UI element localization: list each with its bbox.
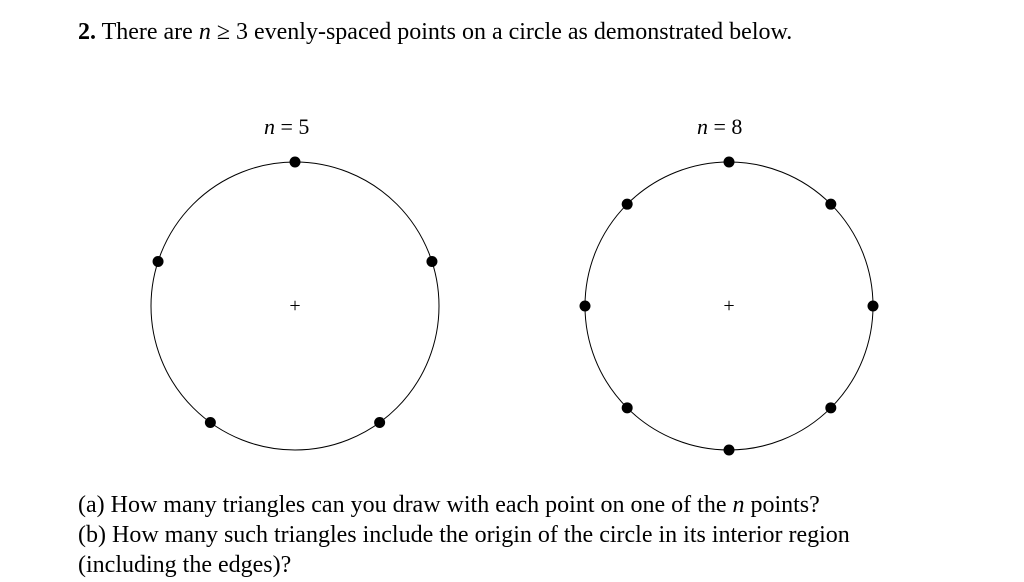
circle-point	[867, 300, 879, 312]
problem-statement: 2. There are n ≥ 3 evenly-spaced points …	[78, 14, 792, 50]
question-a-end: points?	[744, 492, 820, 518]
circle-point	[204, 417, 216, 428]
circle-point	[579, 300, 591, 312]
circle-point	[374, 417, 386, 428]
question-b-continued: (including the edges)?	[78, 552, 292, 578]
circle-figure-n5: +	[150, 156, 440, 451]
question-a-variable: n	[732, 492, 745, 518]
problem-number: 2.	[78, 19, 96, 45]
figure-label-var: n	[264, 114, 275, 139]
figure-label-value: = 8	[708, 114, 743, 139]
circle-point	[289, 156, 301, 168]
circle-point	[825, 198, 837, 210]
circle-point	[825, 402, 837, 414]
question-a: (a) How many triangles can you draw with…	[78, 490, 850, 520]
circle-point	[621, 402, 633, 414]
circle-figure-n8: +	[579, 156, 879, 456]
figure-label-n5: n = 5	[264, 113, 309, 141]
problem-text-start: There are	[96, 19, 199, 45]
circle-point	[723, 156, 735, 168]
circle-point	[621, 198, 633, 210]
question-b: (b) How many such triangles include the …	[78, 522, 850, 548]
question-a-text: (a) How many triangles can you draw with…	[78, 492, 733, 518]
center-mark: +	[723, 295, 734, 317]
figure-label-n8: n = 8	[697, 113, 742, 141]
questions: (a) How many triangles can you draw with…	[78, 490, 850, 580]
figure-label-value: = 5	[275, 114, 310, 139]
problem-variable: n	[198, 19, 211, 45]
circle-point	[426, 256, 438, 267]
circle-point	[723, 444, 735, 456]
center-mark: +	[289, 295, 300, 317]
figure-label-var: n	[697, 114, 708, 139]
problem-text-condition: ≥ 3 evenly-spaced points on a circle as …	[210, 19, 793, 45]
circle-point	[152, 256, 164, 267]
